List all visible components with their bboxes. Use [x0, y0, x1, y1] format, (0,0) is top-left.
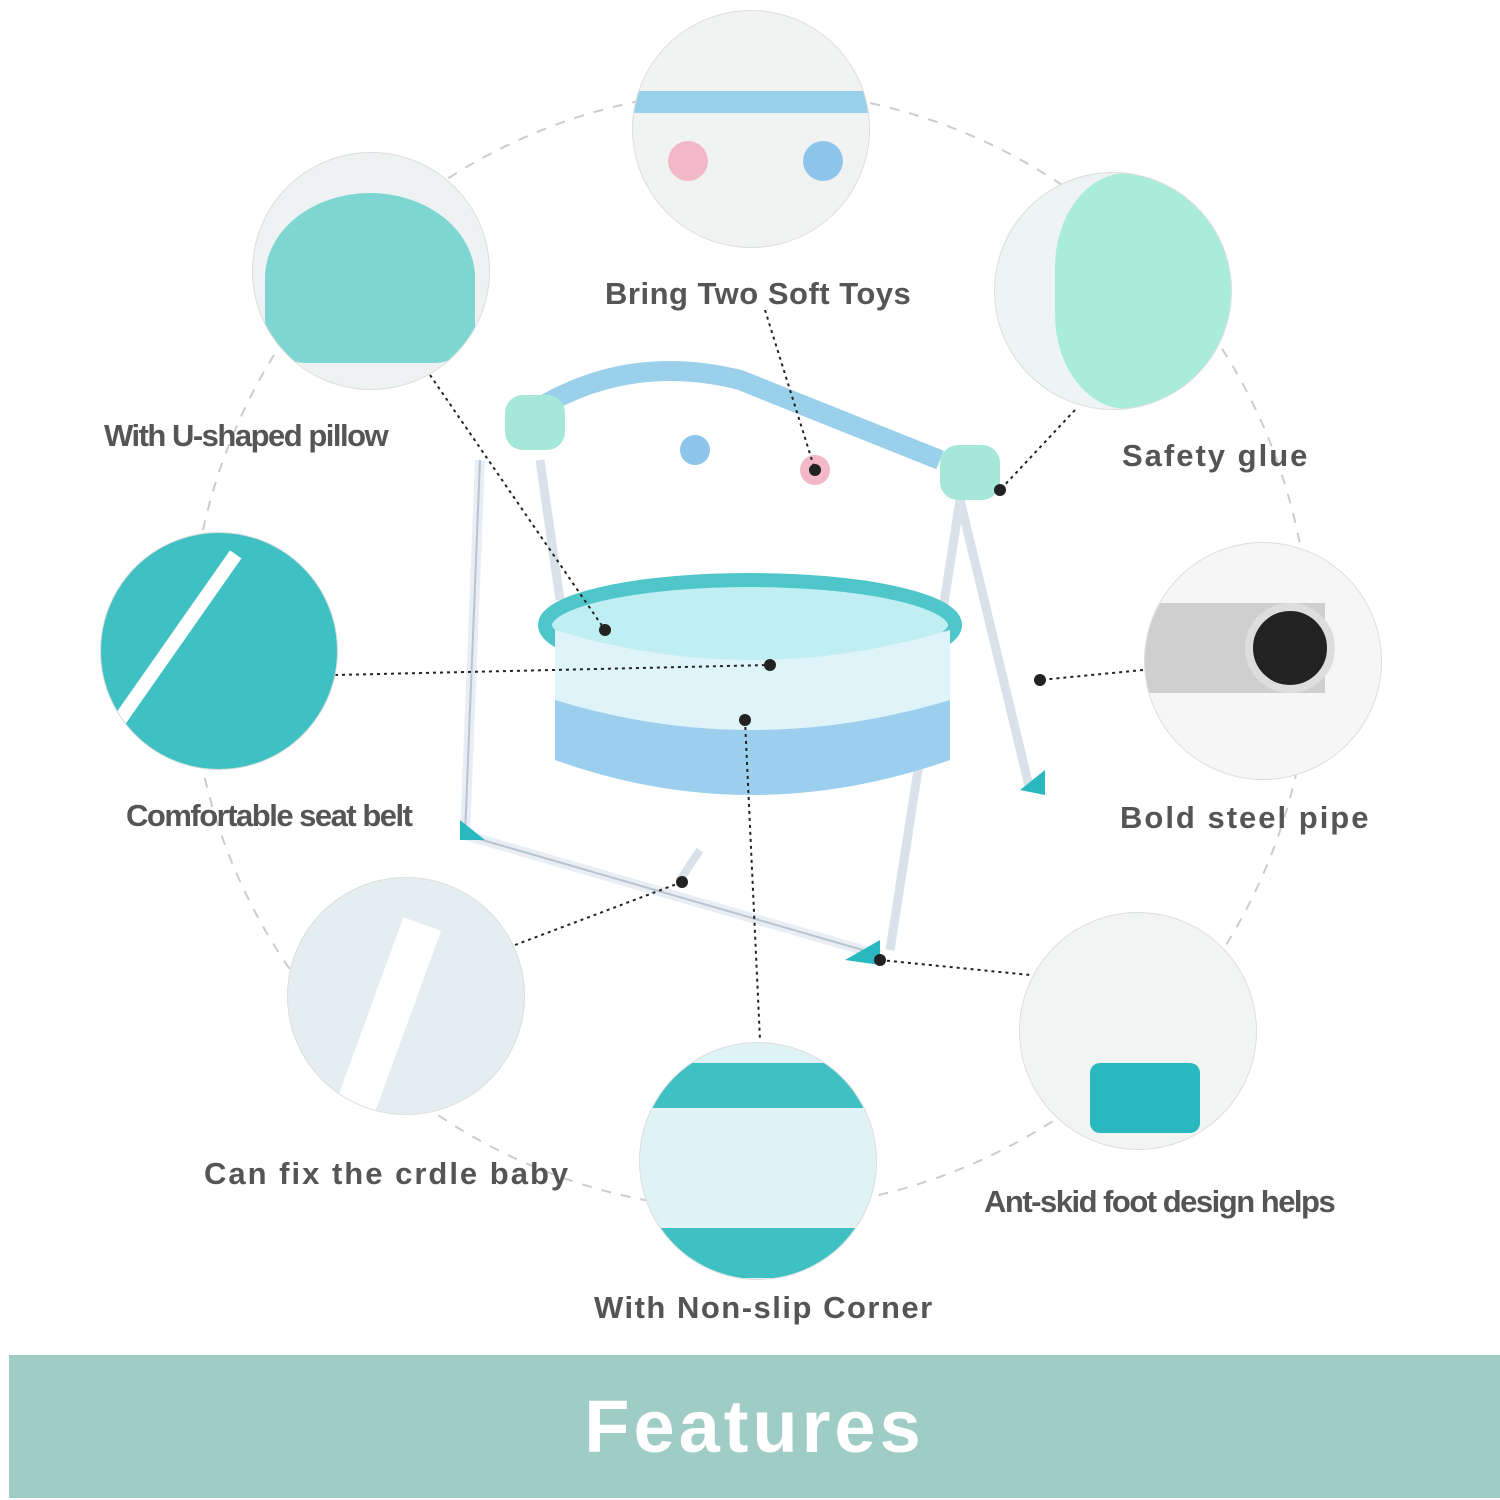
label-cradle-fix: Can fix the crdle baby: [204, 1156, 571, 1191]
label-safety-glue: Safety glue: [1122, 438, 1310, 473]
seat-belt-detail-image: [100, 532, 338, 770]
cradle-fix-detail-image: [287, 877, 525, 1115]
banner-title: Features: [584, 1385, 925, 1468]
leader-dots: [599, 464, 1046, 966]
foot-detail-image: [1019, 912, 1257, 1150]
toys-detail-image: [632, 10, 870, 248]
leader-lines: [334, 309, 1144, 1041]
steel-pipe-detail-image: [1144, 542, 1382, 780]
safety-glue-detail-image: [994, 172, 1232, 410]
label-pillow: With U-shaped pillow: [104, 418, 389, 453]
corner-detail-image: [639, 1042, 877, 1280]
cradle-illustration: [459, 361, 1045, 965]
label-steel-pipe: Bold steel pipe: [1120, 800, 1371, 835]
label-seat-belt: Comfortable seat belt: [126, 798, 413, 833]
label-toys: Bring Two Soft Toys: [605, 276, 912, 311]
pillow-detail-image: [252, 152, 490, 390]
label-foot: Ant-skid foot design helps: [984, 1184, 1336, 1219]
label-corner: With Non-slip Corner: [594, 1290, 934, 1325]
features-banner: Features: [9, 1355, 1500, 1498]
